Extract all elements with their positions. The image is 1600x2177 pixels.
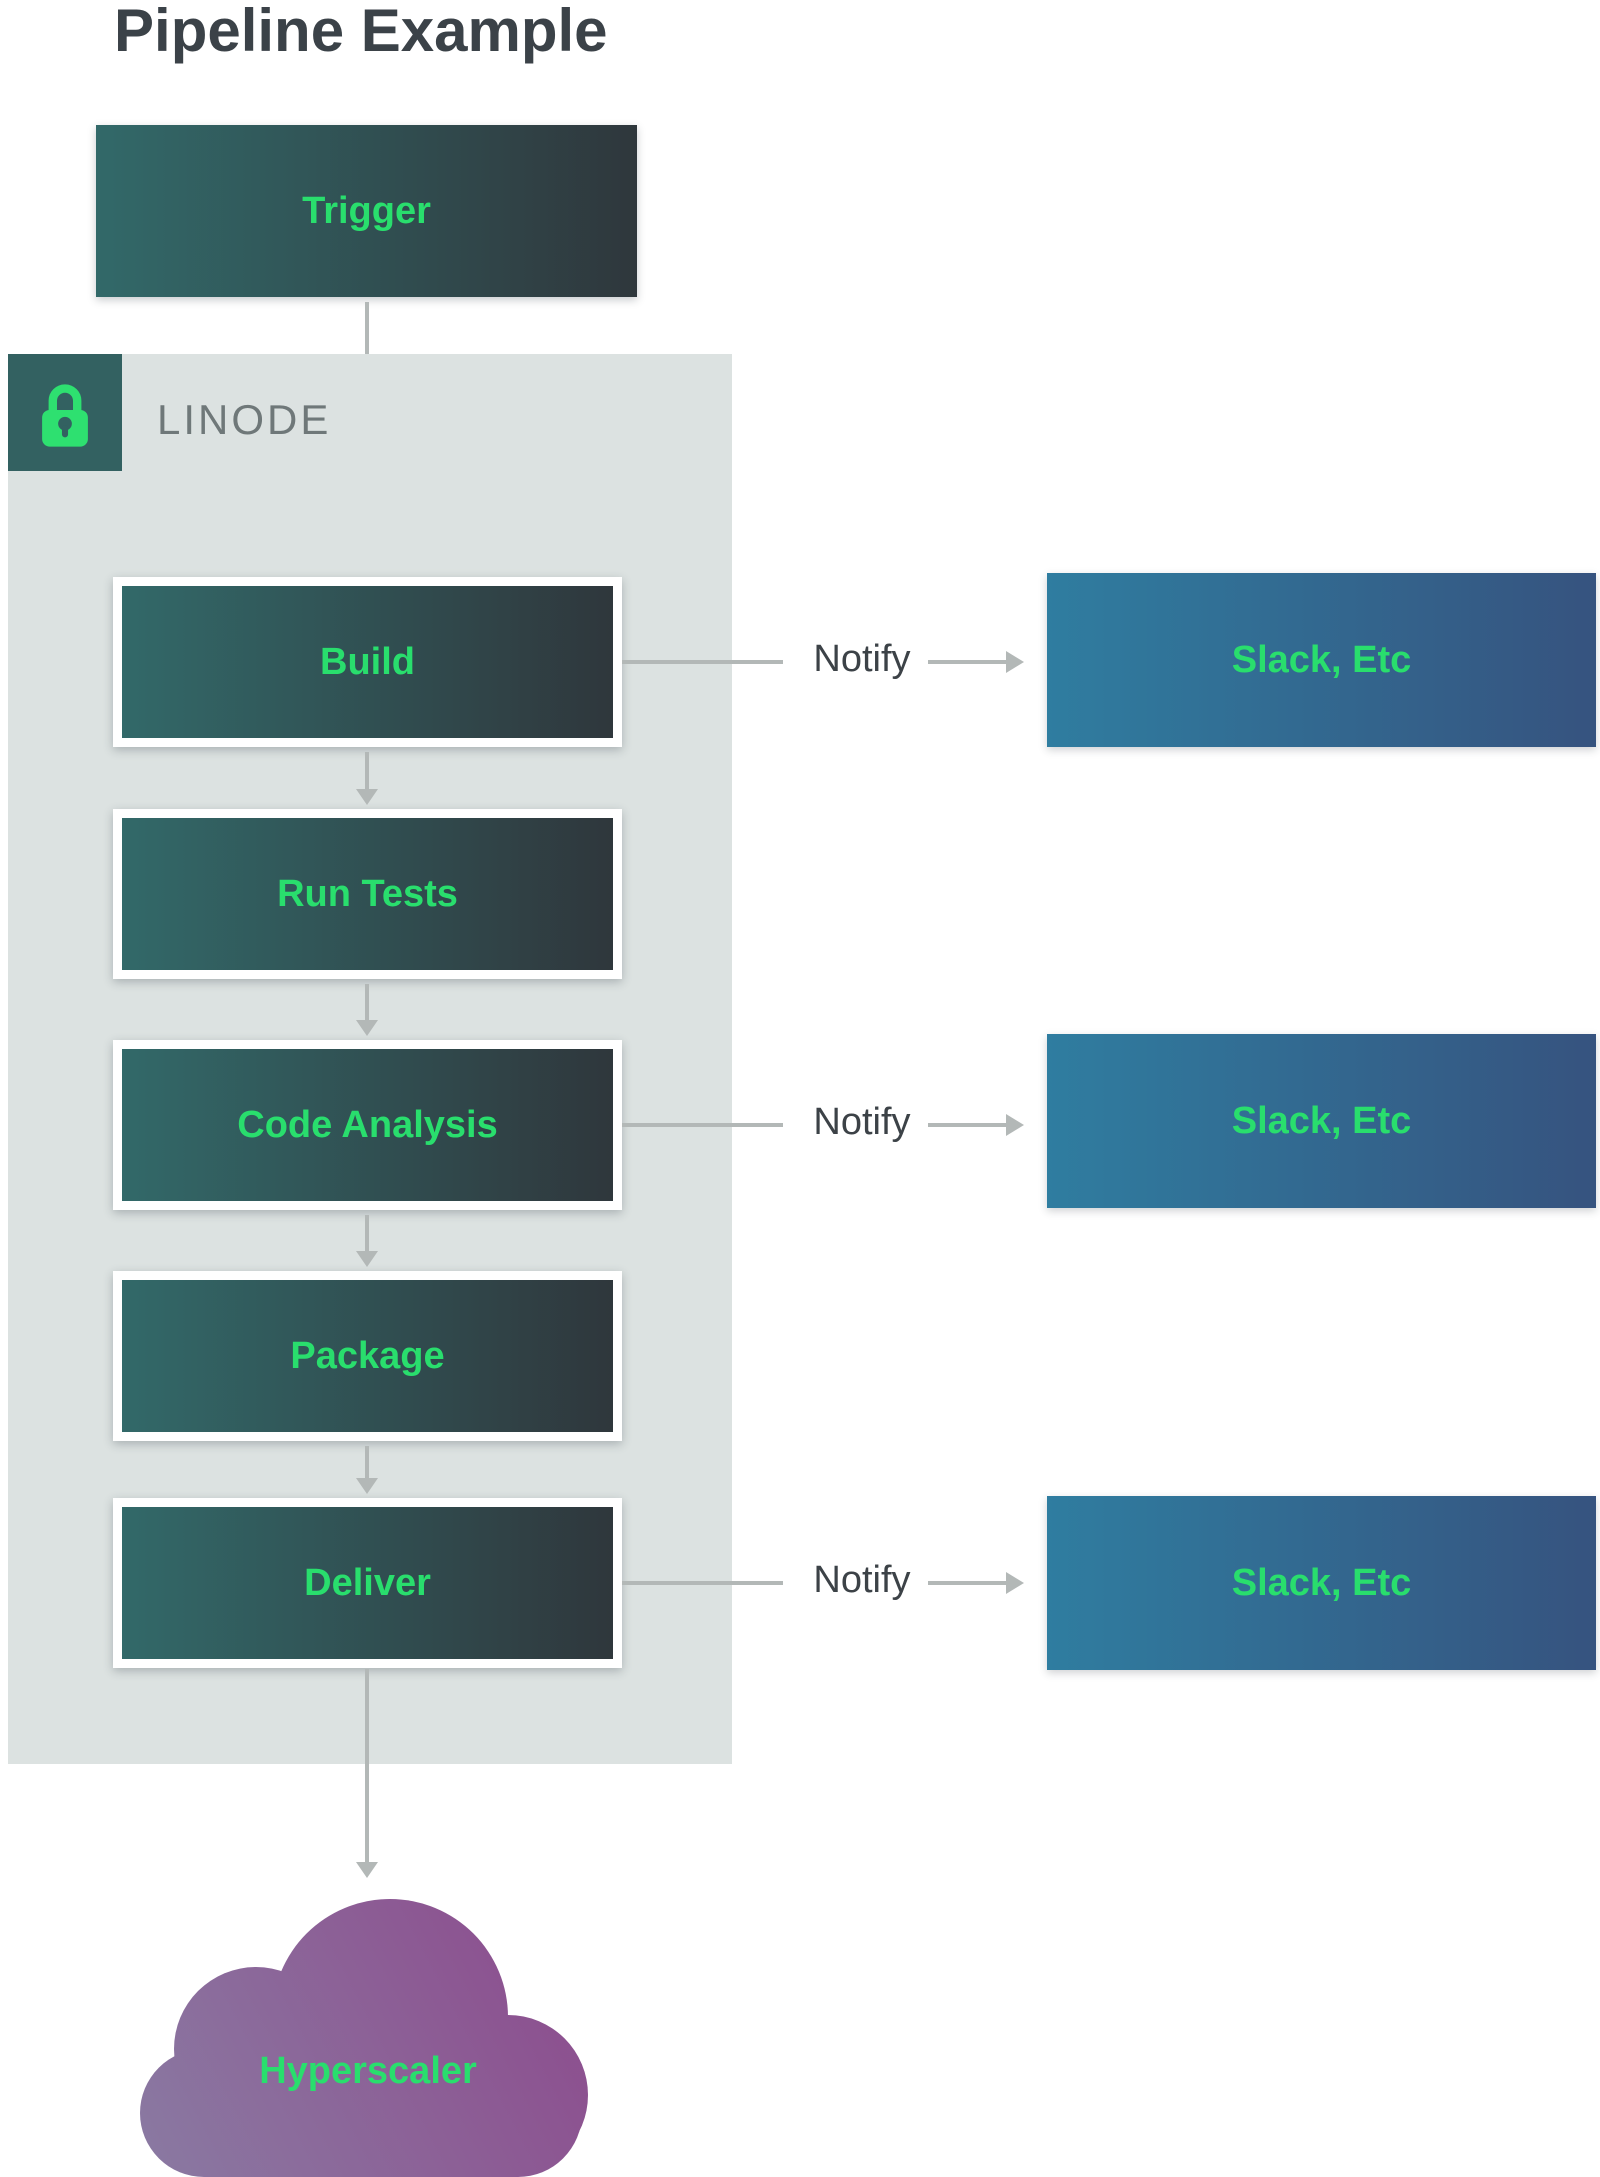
notify-arrow (928, 651, 1024, 673)
arrow-head-icon (356, 789, 378, 805)
arrow-shaft (928, 660, 1008, 664)
notify-line (622, 660, 783, 664)
notify-line (622, 1123, 783, 1127)
trigger-label: Trigger (302, 189, 431, 232)
stage-build: Build (113, 577, 622, 747)
notify-target-label: Slack, Etc (1231, 638, 1412, 681)
arrow-package-to-deliver (356, 1446, 378, 1494)
arrow-shaft (365, 1446, 369, 1480)
arrow-build-to-run-tests (356, 752, 378, 805)
notify-arrow (928, 1572, 1024, 1594)
stage-label: Run Tests (277, 872, 458, 915)
arrow-head-icon (1006, 1114, 1024, 1136)
arrow-deliver-to-hyperscaler (356, 1669, 378, 1878)
notify-label: Notify (813, 638, 911, 680)
arrow-shaft (365, 1669, 369, 1864)
stage-deliver: Deliver (113, 1498, 622, 1668)
arrow-head-icon (356, 1251, 378, 1267)
arrow-head-icon (356, 1862, 378, 1878)
trigger-node: Trigger (96, 125, 637, 297)
notify-arrow (928, 1114, 1024, 1136)
arrow-run-tests-to-code-analysis (356, 984, 378, 1036)
stage-package: Package (113, 1271, 622, 1441)
arrow-head-icon (356, 1478, 378, 1494)
notify-target-build: Slack, Etc (1047, 573, 1596, 747)
stage-label: Package (290, 1334, 445, 1377)
stage-label: Deliver (304, 1561, 431, 1604)
hyperscaler-label: Hyperscaler (259, 2050, 477, 2092)
notify-target-label: Slack, Etc (1231, 1561, 1412, 1604)
stage-run-tests: Run Tests (113, 809, 622, 979)
page-title: Pipeline Example (114, 0, 608, 64)
lock-icon (42, 383, 88, 447)
arrow-head-icon (1006, 651, 1024, 673)
arrow-shaft (928, 1581, 1008, 1585)
notify-line (622, 1581, 783, 1585)
linode-label: LINODE (157, 396, 332, 443)
arrow-shaft (928, 1123, 1008, 1127)
notify-target-code-analysis: Slack, Etc (1047, 1034, 1596, 1208)
notify-target-deliver: Slack, Etc (1047, 1496, 1596, 1670)
cloud-icon (140, 1899, 588, 2177)
arrow-shaft (365, 984, 369, 1022)
notify-label: Notify (813, 1101, 911, 1143)
arrow-shaft (365, 752, 369, 791)
stage-label: Build (320, 640, 415, 683)
arrow-head-icon (1006, 1572, 1024, 1594)
stage-code-analysis: Code Analysis (113, 1040, 622, 1210)
arrow-shaft (365, 1215, 369, 1253)
lock-badge (8, 354, 122, 471)
arrow-head-icon (356, 1020, 378, 1036)
arrow-code-analysis-to-package (356, 1215, 378, 1267)
stage-label: Code Analysis (237, 1103, 498, 1146)
hyperscaler-cloud (138, 1899, 594, 2177)
notify-target-label: Slack, Etc (1231, 1099, 1412, 1142)
notify-label: Notify (813, 1559, 911, 1601)
